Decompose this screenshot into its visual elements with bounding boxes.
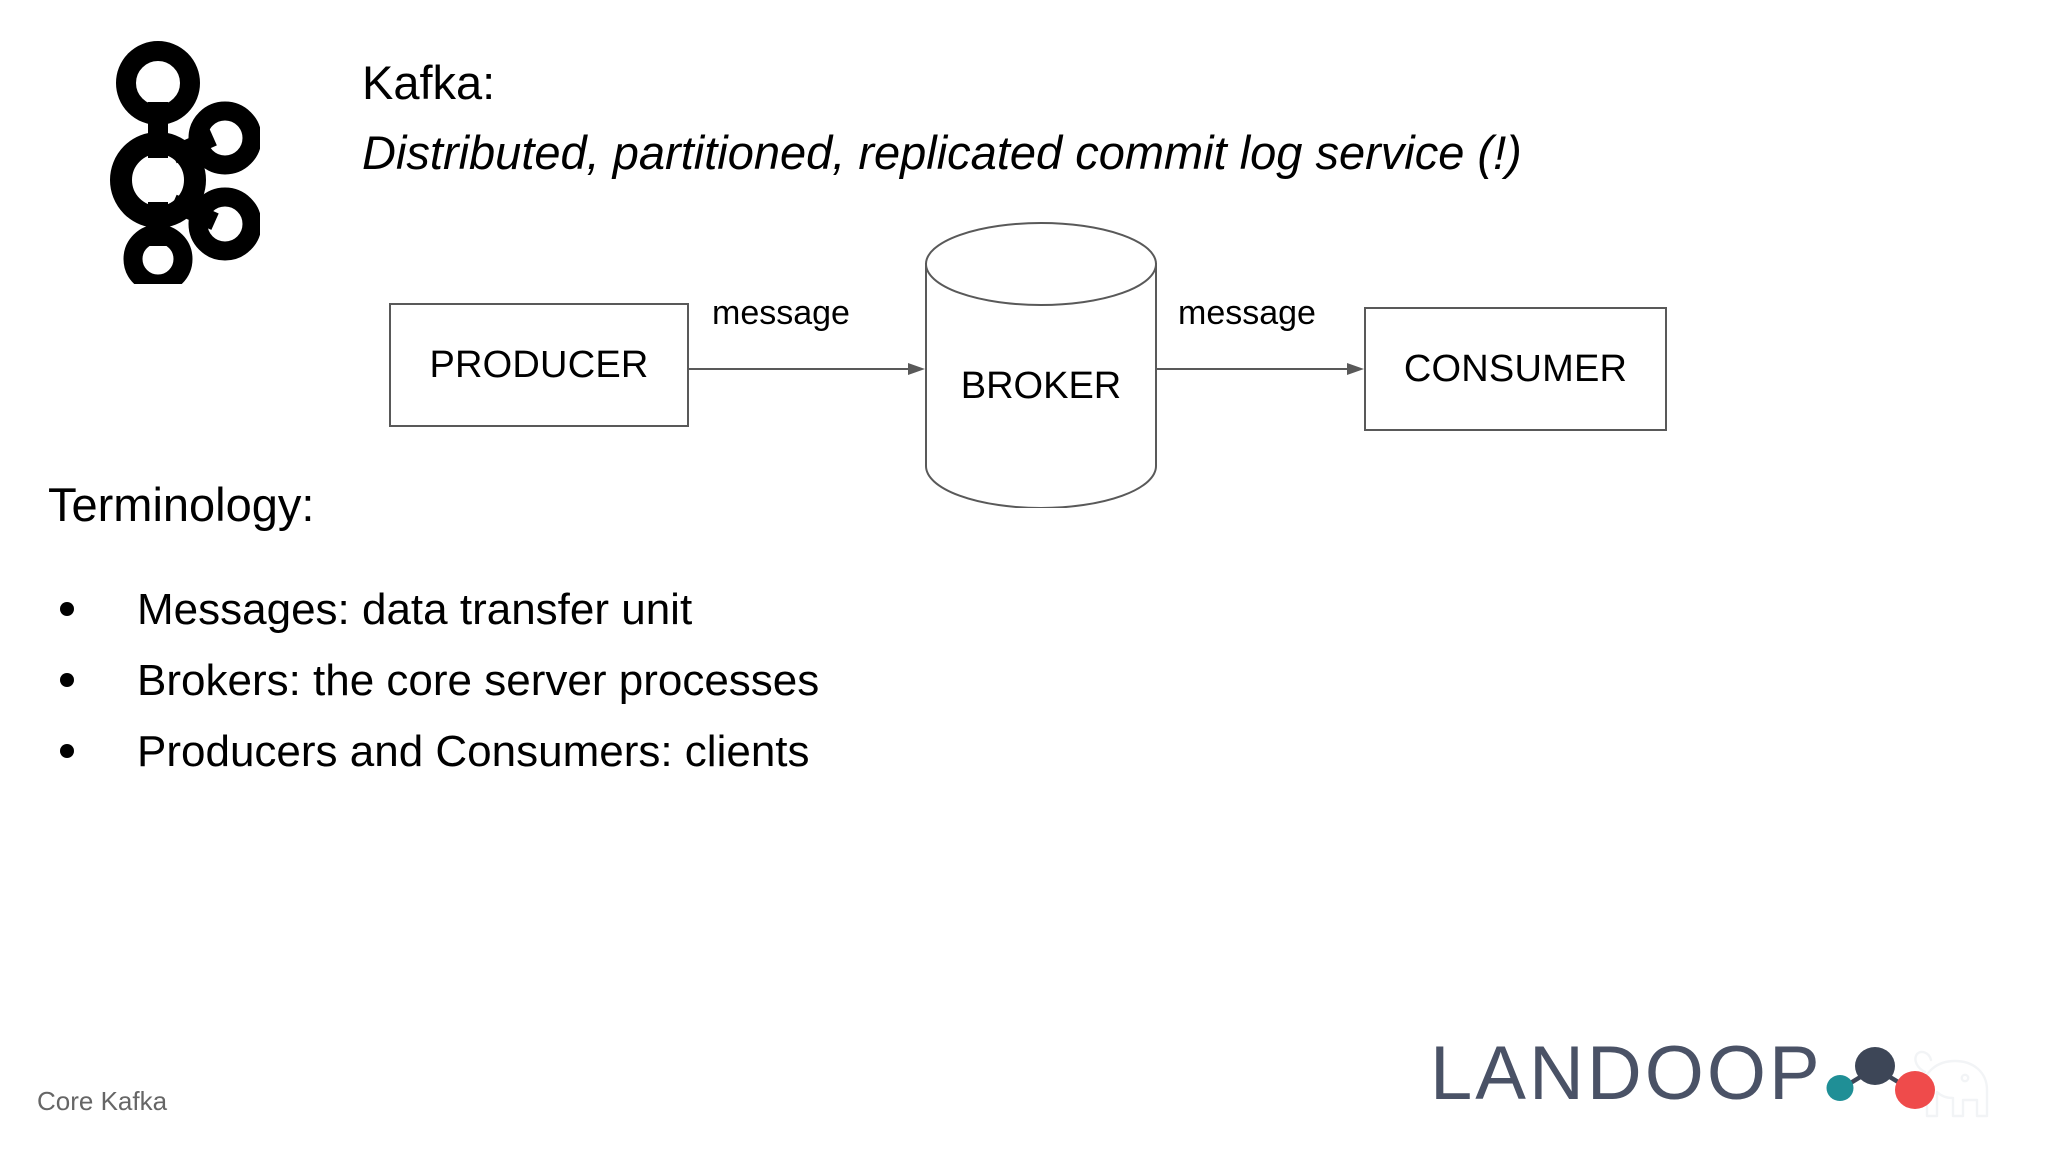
consumer-node: CONSUMER [1364, 307, 1667, 431]
list-item-label: Messages: data transfer unit [137, 585, 693, 634]
bullet-dot-icon [60, 673, 74, 687]
landoop-logo: LANDOOP [1430, 1024, 2010, 1134]
bullet-dot-icon [60, 602, 74, 616]
terminology-bullet-list: Messages: data transfer unit Brokers: th… [60, 585, 1160, 798]
slide-header: Kafka: Distributed, partitioned, replica… [362, 48, 1782, 188]
producer-node: PRODUCER [389, 303, 689, 427]
edge-label-broker-consumer: message [1178, 294, 1316, 332]
list-item-label: Brokers: the core server processes [137, 656, 820, 705]
diagram-connectors [689, 363, 1364, 375]
apache-kafka-logo [70, 34, 262, 294]
page-subtitle: Distributed, partitioned, replicated com… [362, 126, 1522, 179]
landoop-wordmark: LANDOOP [1430, 1031, 1823, 1116]
page-title: Kafka: [362, 56, 496, 109]
consumer-label: CONSUMER [1403, 347, 1628, 390]
footer-label: Core Kafka [37, 1086, 168, 1116]
landoop-mark-icon [1813, 1028, 2013, 1128]
list-item-label: Producers and Consumers: clients [137, 727, 810, 776]
kafka-flow-diagram: PRODUCER message BROKER message CONSUMER [0, 0, 2048, 560]
list-item: Messages: data transfer unit [60, 585, 1160, 656]
broker-node [925, 222, 1157, 509]
producer-label: PRODUCER [429, 343, 649, 386]
edge-label-producer-broker: message [712, 294, 850, 332]
bullet-dot-icon [60, 744, 74, 758]
broker-label: BROKER [960, 365, 1122, 407]
list-item: Brokers: the core server processes [60, 656, 1160, 727]
list-item: Producers and Consumers: clients [60, 727, 1160, 798]
terminology-heading: Terminology: [48, 478, 315, 531]
